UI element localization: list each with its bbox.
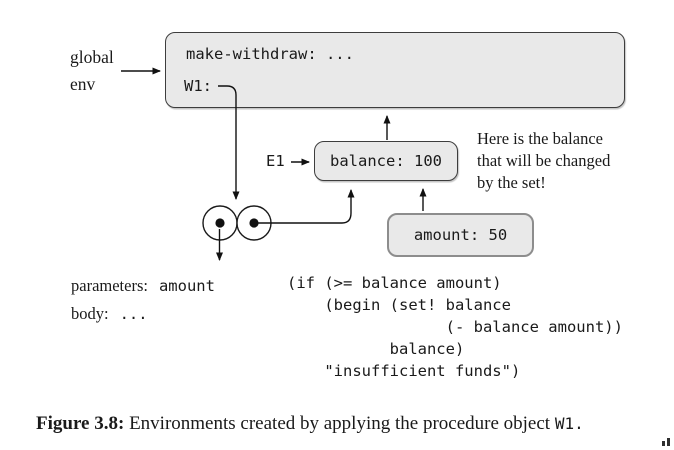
e1-label: E1: [266, 152, 285, 170]
annotation-line3: by the set!: [477, 173, 546, 192]
procedure-pair-right-dot-icon: [249, 218, 259, 228]
binding-make-withdraw: make-withdraw: ...: [186, 45, 354, 63]
body-line: body:...: [71, 300, 215, 328]
parameters-label: parameters:: [71, 276, 148, 295]
procedure-pair-right-circle-icon: [236, 205, 272, 241]
procedure-pair-left-dot-icon: [215, 218, 225, 228]
global-environment-frame: make-withdraw: ... W1:: [165, 32, 625, 108]
call-environment-frame: amount: 50: [387, 213, 534, 257]
global-env-label: global env: [70, 44, 114, 98]
parameters-value: amount: [158, 277, 215, 295]
procedure-env-pointer-arrow: [258, 189, 355, 224]
procedure-pair-left-circle-icon: [202, 205, 238, 241]
body-value: ...: [119, 305, 148, 323]
global-env-label-line2: env: [70, 74, 96, 94]
procedure-body-code: (if (>= balance amount) (begin (set! bal…: [287, 274, 623, 380]
body-label: body:: [71, 304, 109, 323]
e1-environment-frame: balance: 100: [314, 141, 458, 181]
parameters-line: parameters: amount: [71, 272, 215, 300]
annotation-line1: Here is the balance: [477, 129, 603, 148]
procedure-description: parameters: amount body:...: [71, 272, 215, 328]
figure-caption-code-ref: W1.: [554, 414, 584, 433]
annotation-text: Here is the balance that will be changed…: [477, 128, 610, 194]
stray-mark: [662, 441, 665, 446]
binding-w1: W1:: [184, 77, 212, 95]
figure-caption: Figure 3.8: Environments created by appl…: [36, 413, 584, 435]
figure-caption-text: Environments created by applying the pro…: [124, 413, 555, 434]
global-env-label-line1: global: [70, 47, 114, 67]
binding-amount: amount: 50: [413, 226, 508, 244]
figure-caption-label: Figure 3.8:: [36, 413, 125, 434]
stray-mark: [667, 438, 670, 446]
binding-balance: balance: 100: [330, 152, 442, 170]
annotation-line2: that will be changed: [477, 151, 611, 170]
